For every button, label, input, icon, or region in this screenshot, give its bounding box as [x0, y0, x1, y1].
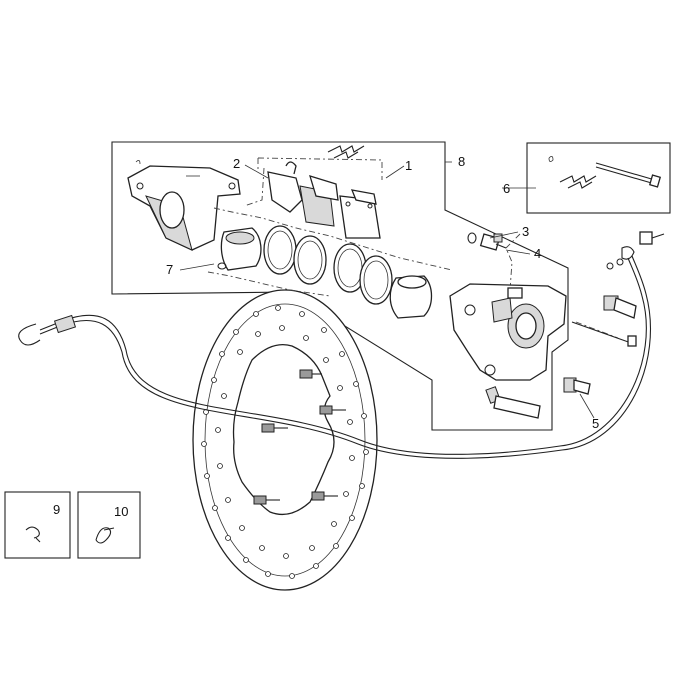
seal-ring-icon: [263, 225, 393, 305]
caliper-icon: [449, 283, 567, 381]
clip-icon: [548, 156, 554, 162]
clip-icon: [25, 526, 41, 543]
pin-icon: [595, 162, 662, 188]
callout-10: 10: [114, 504, 128, 519]
part-9-frame: [4, 491, 71, 559]
bolt-icon: [485, 295, 637, 419]
leader-lines: [179, 161, 595, 419]
spring-clip-icon: [559, 175, 597, 189]
spring-icon: [95, 527, 115, 544]
callout-8: 8: [458, 154, 465, 169]
caliper-kit-frame: [111, 141, 569, 431]
callout-5: 5: [592, 416, 599, 431]
callout-6: 6: [503, 181, 510, 196]
o-ring-icon: [217, 262, 227, 270]
caliper-icon: [127, 160, 241, 251]
part-10-frame: [77, 491, 141, 559]
callout-1: 1: [405, 158, 412, 173]
brake-pad-icon: [267, 161, 381, 239]
callout-7: 7: [166, 262, 173, 277]
brake-hose-icon: [18, 255, 651, 459]
brake-disc-icon: [192, 289, 378, 591]
callout-4: 4: [534, 246, 541, 261]
callout-3: 3: [522, 224, 529, 239]
bolt-icon: [606, 231, 665, 270]
callout-2: 2: [233, 156, 240, 171]
bleed-screw-icon: [467, 232, 507, 251]
pin-kit-frame: [526, 142, 671, 214]
callout-9: 9: [53, 502, 60, 517]
piston-icon: [220, 227, 433, 319]
pad-spring-icon: [327, 145, 365, 159]
bolt-icon: [253, 369, 346, 505]
